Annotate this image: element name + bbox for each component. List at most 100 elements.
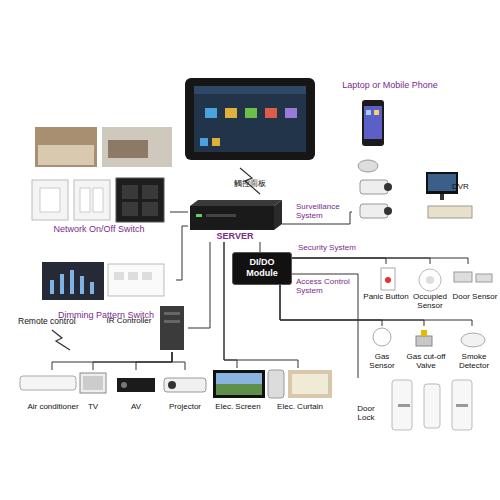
server-front — [190, 206, 274, 230]
sensor-node: Panic Button — [362, 264, 410, 314]
appliance-node: Air conditioner — [12, 370, 94, 414]
annotation-label: Remote control — [18, 316, 93, 326]
node-label: AV — [113, 402, 159, 411]
switch-key — [122, 185, 138, 199]
dimming-switch-icons — [42, 262, 164, 300]
node-label: DVR — [452, 182, 492, 191]
node-label: Door Lock — [352, 404, 380, 422]
phone-body — [362, 100, 384, 146]
door-lock-icon — [392, 380, 412, 430]
ir-controller-icon — [160, 306, 184, 350]
connector-line — [93, 352, 172, 370]
wall-switch — [116, 178, 164, 222]
node-label: TV — [76, 402, 110, 411]
dimmer-bar — [50, 280, 54, 294]
appliance-node: Elec. Screen — [208, 368, 268, 414]
gas-valve-icon — [421, 330, 427, 336]
appliance-node: AV — [113, 370, 159, 414]
dimmer-button — [128, 272, 138, 280]
ir-controller-node: IR Controller — [100, 304, 188, 352]
connector-line — [292, 258, 430, 264]
curtain-icon — [288, 370, 332, 398]
app-icon — [212, 138, 220, 146]
security-sensor-icons — [373, 268, 492, 347]
tv-screen — [83, 376, 103, 390]
ir-device — [164, 312, 180, 315]
node-label: Projector — [160, 402, 210, 411]
node-label: Gas cut-off Valve — [402, 352, 450, 370]
dvr-node: DVR — [352, 158, 492, 224]
switch-key — [142, 185, 158, 199]
gas-sensor-icon — [373, 328, 391, 346]
tablet-screen — [194, 86, 306, 94]
connector-line — [170, 212, 188, 213]
node-label: Elec. Screen — [208, 402, 268, 411]
mobile-device-node: Laptop or Mobile Phone — [320, 78, 460, 158]
connector-line — [292, 274, 358, 378]
bullet-camera — [360, 180, 388, 194]
server-top — [190, 200, 282, 206]
node-label: Gas Sensor — [364, 352, 400, 370]
switch-key — [122, 202, 138, 216]
phone-screen — [364, 106, 382, 139]
switch-key — [80, 188, 90, 212]
door-lock-icons — [392, 380, 472, 430]
connector-line — [224, 242, 298, 368]
app-icon — [225, 108, 237, 118]
server-led — [196, 214, 202, 217]
node-label: Occupied Sensor — [408, 292, 452, 310]
appliance-node: TV — [76, 370, 110, 414]
network-switch-node: Network On/Off Switch — [28, 176, 170, 236]
door-handle — [456, 404, 468, 407]
door-lock-node: Door Lock — [352, 378, 472, 432]
connector-line — [260, 242, 261, 252]
ir-device — [164, 320, 180, 323]
sensor-node: Smoke Detector — [450, 326, 498, 374]
connector-line — [292, 258, 386, 264]
node-label: Panic Button — [362, 292, 410, 301]
room-photo — [35, 127, 97, 167]
ir-device — [160, 306, 184, 350]
curtain-icon — [292, 374, 328, 394]
switch-key — [40, 188, 60, 212]
camera-lens — [384, 183, 392, 191]
node-label: Elec. Curtain — [264, 402, 336, 411]
node-label: 觸控面板 — [185, 179, 315, 188]
dimmer-button — [142, 272, 152, 280]
network-switch-icons — [32, 178, 164, 222]
touch-panel-node: 觸控面板 — [185, 78, 315, 190]
app-icon — [366, 110, 371, 115]
room-photo — [38, 145, 94, 165]
touch-panel-icon — [185, 78, 315, 160]
edge-label: Surveillance System — [296, 202, 348, 220]
app-icon — [245, 108, 257, 118]
switch-key — [142, 202, 158, 216]
air-conditioner-icon — [20, 376, 76, 390]
dimming-switch-node: Dimming Pattern Switch — [36, 258, 176, 322]
node-label: IR Controller — [100, 316, 158, 325]
wall-switch — [32, 180, 68, 220]
sensor-node: Gas Sensor — [362, 326, 402, 374]
node-label: Network On/Off Switch — [28, 224, 170, 234]
wireless-symbol — [52, 330, 70, 350]
sensor-node: Occupied Sensor — [408, 264, 452, 314]
app-icon — [265, 108, 277, 118]
projector-lens — [168, 381, 176, 389]
connector-line — [136, 352, 172, 370]
app-icon — [374, 110, 379, 115]
connector-line — [176, 226, 188, 280]
valve-node: Gas cut-off Valve — [402, 326, 450, 374]
bullet-camera — [360, 204, 388, 218]
node-label: Air conditioner — [12, 402, 94, 411]
edge-label: Security System — [298, 243, 370, 252]
node-label: DI/DO Module — [241, 257, 283, 279]
tv-icon — [80, 373, 106, 393]
panic-button-icon — [381, 268, 395, 290]
wall-switch — [74, 180, 110, 220]
appliance-icons — [20, 370, 332, 398]
dimmer-button — [114, 272, 124, 280]
node-label: SERVER — [188, 231, 282, 241]
dimmer-panel — [108, 264, 164, 296]
